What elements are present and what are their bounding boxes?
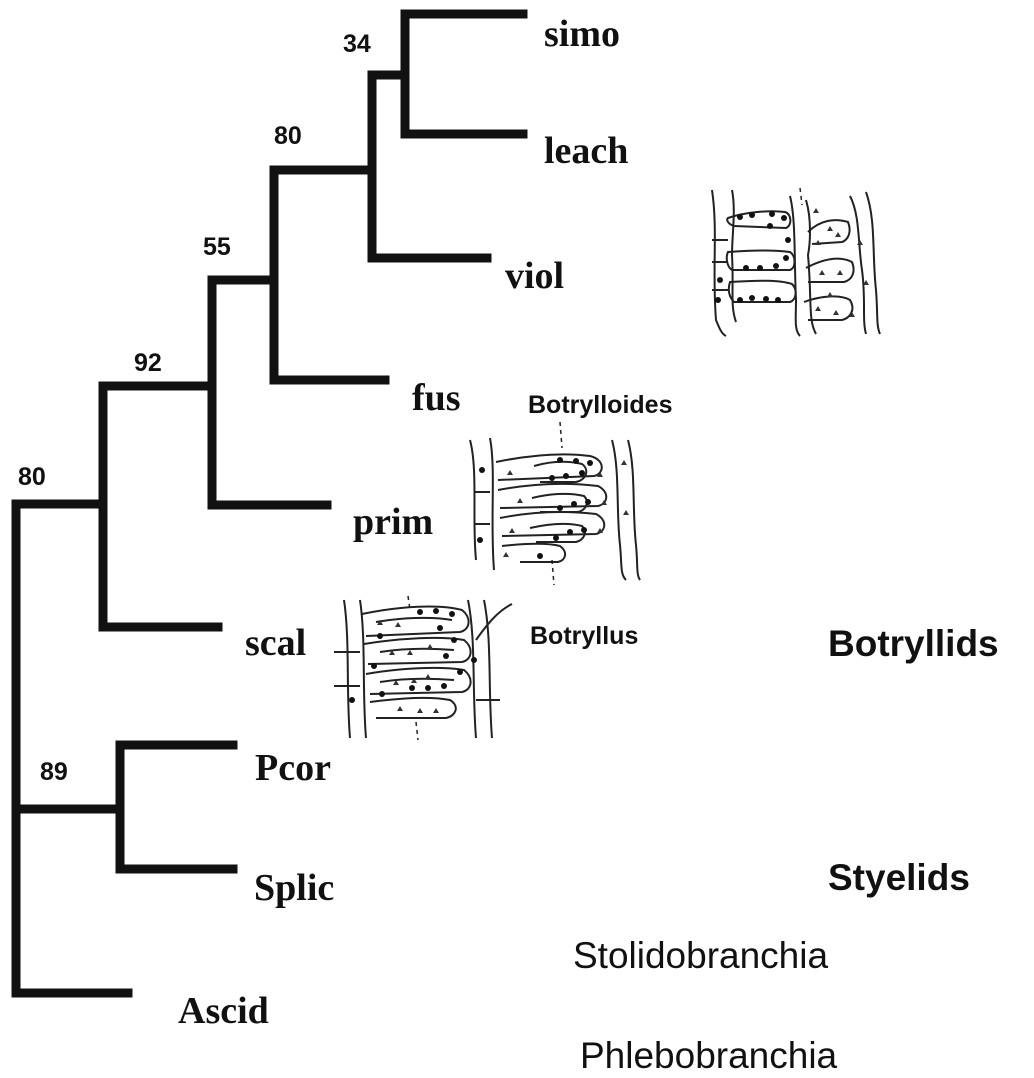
branch-scal: [103, 386, 218, 627]
label-botrylloides: Botrylloides: [528, 391, 672, 419]
vessel-illustration-middle: [470, 422, 640, 585]
branch-simo-leach: [405, 14, 523, 134]
taxon-splic: Splic: [254, 867, 334, 909]
group-label-botryllids: Botryllids: [828, 623, 999, 664]
support-value-viol-clade: 80: [274, 122, 302, 150]
support-value-fus-clade: 55: [203, 233, 231, 261]
taxon-viol: viol: [505, 255, 564, 297]
branch-root: [16, 504, 128, 993]
taxon-simo: simo: [544, 13, 620, 55]
taxon-pcor: Pcor: [255, 747, 331, 789]
support-value-styelids: 89: [40, 758, 68, 786]
group-label-stolidobranchia: Stolidobranchia: [573, 935, 828, 976]
taxon-fus: fus: [412, 377, 461, 419]
support-value-prim-clade: 92: [134, 349, 162, 377]
taxon-prim: prim: [353, 501, 433, 543]
taxon-scal: scal: [245, 622, 306, 664]
support-value-root: 80: [18, 463, 46, 491]
label-botryllus: Botryllus: [530, 622, 638, 650]
support-value-simo-leach: 34: [343, 30, 371, 58]
taxon-leach: leach: [544, 130, 628, 172]
group-label-phlebobranchia: Phlebobranchia: [580, 1035, 838, 1076]
branch-styelids: [120, 745, 233, 869]
vessel-illustration-upper: [712, 188, 880, 336]
taxon-labels: simo leach viol fus prim scal Pcor Splic…: [178, 13, 628, 1032]
group-label-styelids: Styelids: [828, 857, 970, 898]
support-values: 34 80 55 92 80 89: [18, 30, 371, 786]
taxon-ascid: Ascid: [178, 990, 269, 1032]
vessel-illustration-lower: [334, 596, 512, 740]
branch-viol: [372, 75, 487, 258]
tree-branches: [16, 14, 523, 993]
